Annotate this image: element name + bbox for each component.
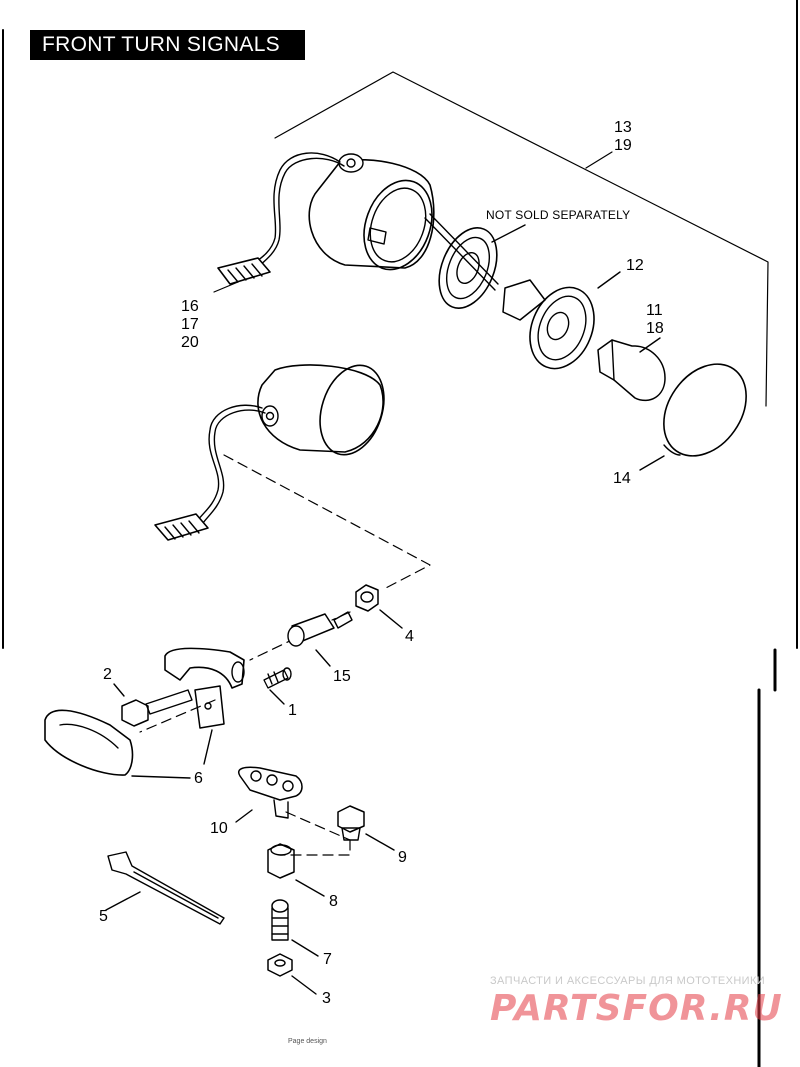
callout-2: 2	[103, 666, 112, 683]
bulb	[597, 337, 666, 402]
threaded-stud	[271, 899, 319, 957]
callout-13-19: 13 19	[614, 119, 632, 155]
cable-tie	[105, 851, 225, 925]
bolt	[113, 683, 193, 727]
leader-16	[213, 281, 239, 293]
callout-15: 15	[333, 668, 351, 685]
coupling-nut	[267, 843, 325, 897]
mounting-bracket	[235, 766, 303, 823]
callout-10: 10	[210, 820, 228, 837]
callout-8: 8	[329, 893, 338, 910]
hex-nut	[267, 953, 317, 995]
callout-11: 11	[646, 302, 663, 319]
callout-9: 9	[398, 849, 407, 866]
callout-6: 6	[194, 770, 203, 787]
callout-13: 13	[614, 119, 632, 136]
footer-note: Page design	[288, 1038, 327, 1045]
lens	[639, 363, 747, 471]
callout-16: 16	[181, 298, 199, 315]
clamp-upper	[164, 647, 245, 689]
acorn-nut	[337, 805, 395, 851]
screw	[263, 667, 292, 705]
wire-harness-lower	[154, 404, 266, 541]
wire-harness-upper	[217, 152, 345, 285]
callout-14: 14	[613, 470, 631, 487]
page-title: FRONT TURN SIGNALS	[30, 30, 305, 60]
callout-20: 20	[181, 334, 199, 351]
group-bracket	[274, 71, 769, 407]
callout-11-18: 11 18	[646, 302, 664, 338]
turn-signal-housing-lower	[257, 364, 385, 456]
callout-1: 1	[288, 702, 297, 719]
callout-12: 12	[626, 257, 644, 274]
nut	[355, 584, 403, 629]
stud	[287, 611, 353, 667]
callout-19: 19	[614, 137, 632, 154]
callout-18: 18	[646, 320, 664, 337]
watermark-tagline: ЗАПЧАСТИ И АКСЕССУАРЫ ДЛЯ МОТОТЕХНИКИ	[490, 975, 766, 987]
not-sold-separately-note: NOT SOLD SEPARATELY	[486, 208, 631, 222]
assembly-dashed-lines	[139, 454, 431, 856]
callout-5: 5	[99, 908, 108, 925]
callout-3: 3	[322, 990, 331, 1007]
watermark-logo: PARTSFOR.RU	[490, 988, 783, 1029]
bulb-socket	[502, 271, 621, 370]
callout-16-17-20: 16 17 20	[181, 298, 199, 352]
clamp-lower	[44, 685, 225, 779]
turn-signal-housing-upper	[308, 153, 435, 271]
callout-4: 4	[405, 628, 414, 645]
callout-7: 7	[323, 951, 332, 968]
callout-17: 17	[181, 316, 199, 333]
socket-gasket	[424, 213, 526, 309]
